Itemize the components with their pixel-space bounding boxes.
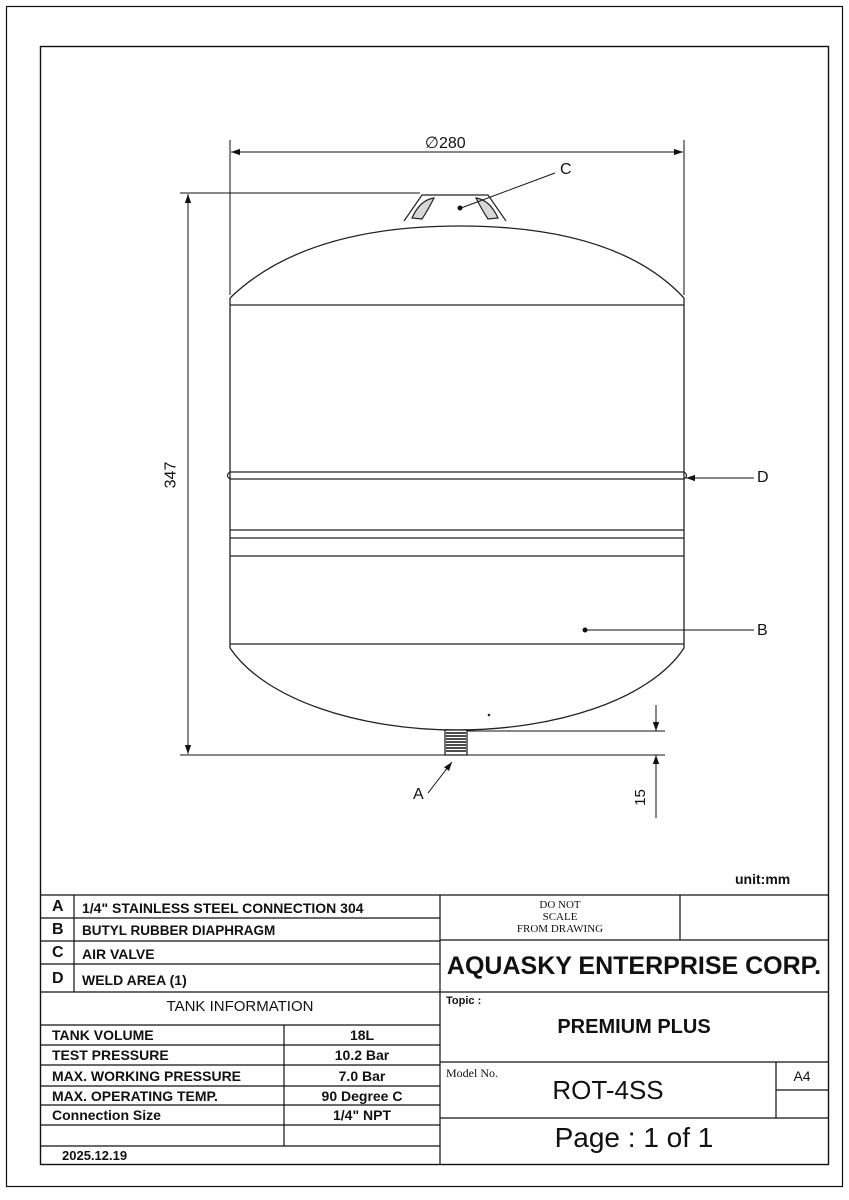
topic-label: Topic : [446, 995, 482, 1007]
scale-note-line-2: SCALE [542, 911, 578, 923]
scale-note: DO NOT SCALE FROM DRAWING [440, 899, 680, 935]
connection-height-value: 15 [631, 789, 649, 806]
legend-key-d: D [52, 970, 64, 987]
legend-text-a: 1/4" STAINLESS STEEL CONNECTION 304 [82, 900, 364, 916]
drawing-date: 2025.12.19 [62, 1148, 128, 1163]
tank-volume-value: 18L [349, 1027, 375, 1043]
tank-outline [229, 225, 685, 731]
inner-border [39, 45, 830, 1166]
legend-key-a: A [52, 898, 64, 915]
page-number: Page : 1 of 1 [554, 1122, 714, 1153]
title-block-grid [40, 894, 828, 1164]
callout-leaders [427, 172, 754, 794]
legend-text-d: WELD AREA (1) [82, 972, 187, 988]
tank-info-title: TANK INFORMATION [166, 998, 314, 1015]
connection-nipple [444, 729, 468, 756]
company-name: AQUASKY ENTERPRISE CORP. [446, 952, 822, 980]
paper-size: A4 [793, 1068, 811, 1084]
legend-text-b: BUTYL RUBBER DIAPHRAGM [82, 923, 276, 938]
max-working-pressure-label: MAX. WORKING PRESSURE [52, 1068, 242, 1084]
weld-seam [226, 471, 688, 480]
air-valve [403, 194, 507, 222]
diameter-symbol: ∅ [425, 135, 439, 152]
legend-key-c: C [52, 944, 64, 961]
max-operating-temp-value: 90 Degree C [321, 1088, 403, 1104]
model-number: ROT-4SS [552, 1075, 664, 1105]
diameter-dimension [229, 140, 685, 295]
scale-note-line-1: DO NOT [539, 899, 581, 911]
connection-size-label: Connection Size [52, 1107, 161, 1123]
test-pressure-value: 10.2 Bar [334, 1047, 390, 1063]
max-working-pressure-value: 7.0 Bar [338, 1068, 386, 1084]
unit-label: unit:mm [735, 871, 791, 887]
scale-note-line-3: FROM DRAWING [516, 923, 604, 935]
model-label: Model No. [446, 1066, 498, 1080]
callout-c: C [560, 161, 572, 178]
connection-height-dimension [467, 705, 665, 818]
tank-volume-label: TANK VOLUME [52, 1027, 154, 1043]
diameter-value: 280 [438, 135, 466, 152]
height-value: 347 [162, 461, 180, 489]
callout-d: D [757, 469, 769, 486]
height-dimension [180, 192, 445, 756]
connection-size-value: 1/4" NPT [333, 1107, 391, 1123]
diameter-label: ∅280 [425, 133, 466, 153]
callout-b: B [757, 622, 768, 639]
outer-border [5, 5, 844, 1188]
callout-a: A [413, 786, 424, 803]
max-operating-temp-label: MAX. OPERATING TEMP. [52, 1088, 218, 1104]
legend-text-c: AIR VALVE [82, 946, 155, 962]
test-pressure-label: TEST PRESSURE [52, 1047, 169, 1063]
legend-key-b: B [52, 921, 64, 938]
topic-value: PREMIUM PLUS [557, 1016, 711, 1038]
